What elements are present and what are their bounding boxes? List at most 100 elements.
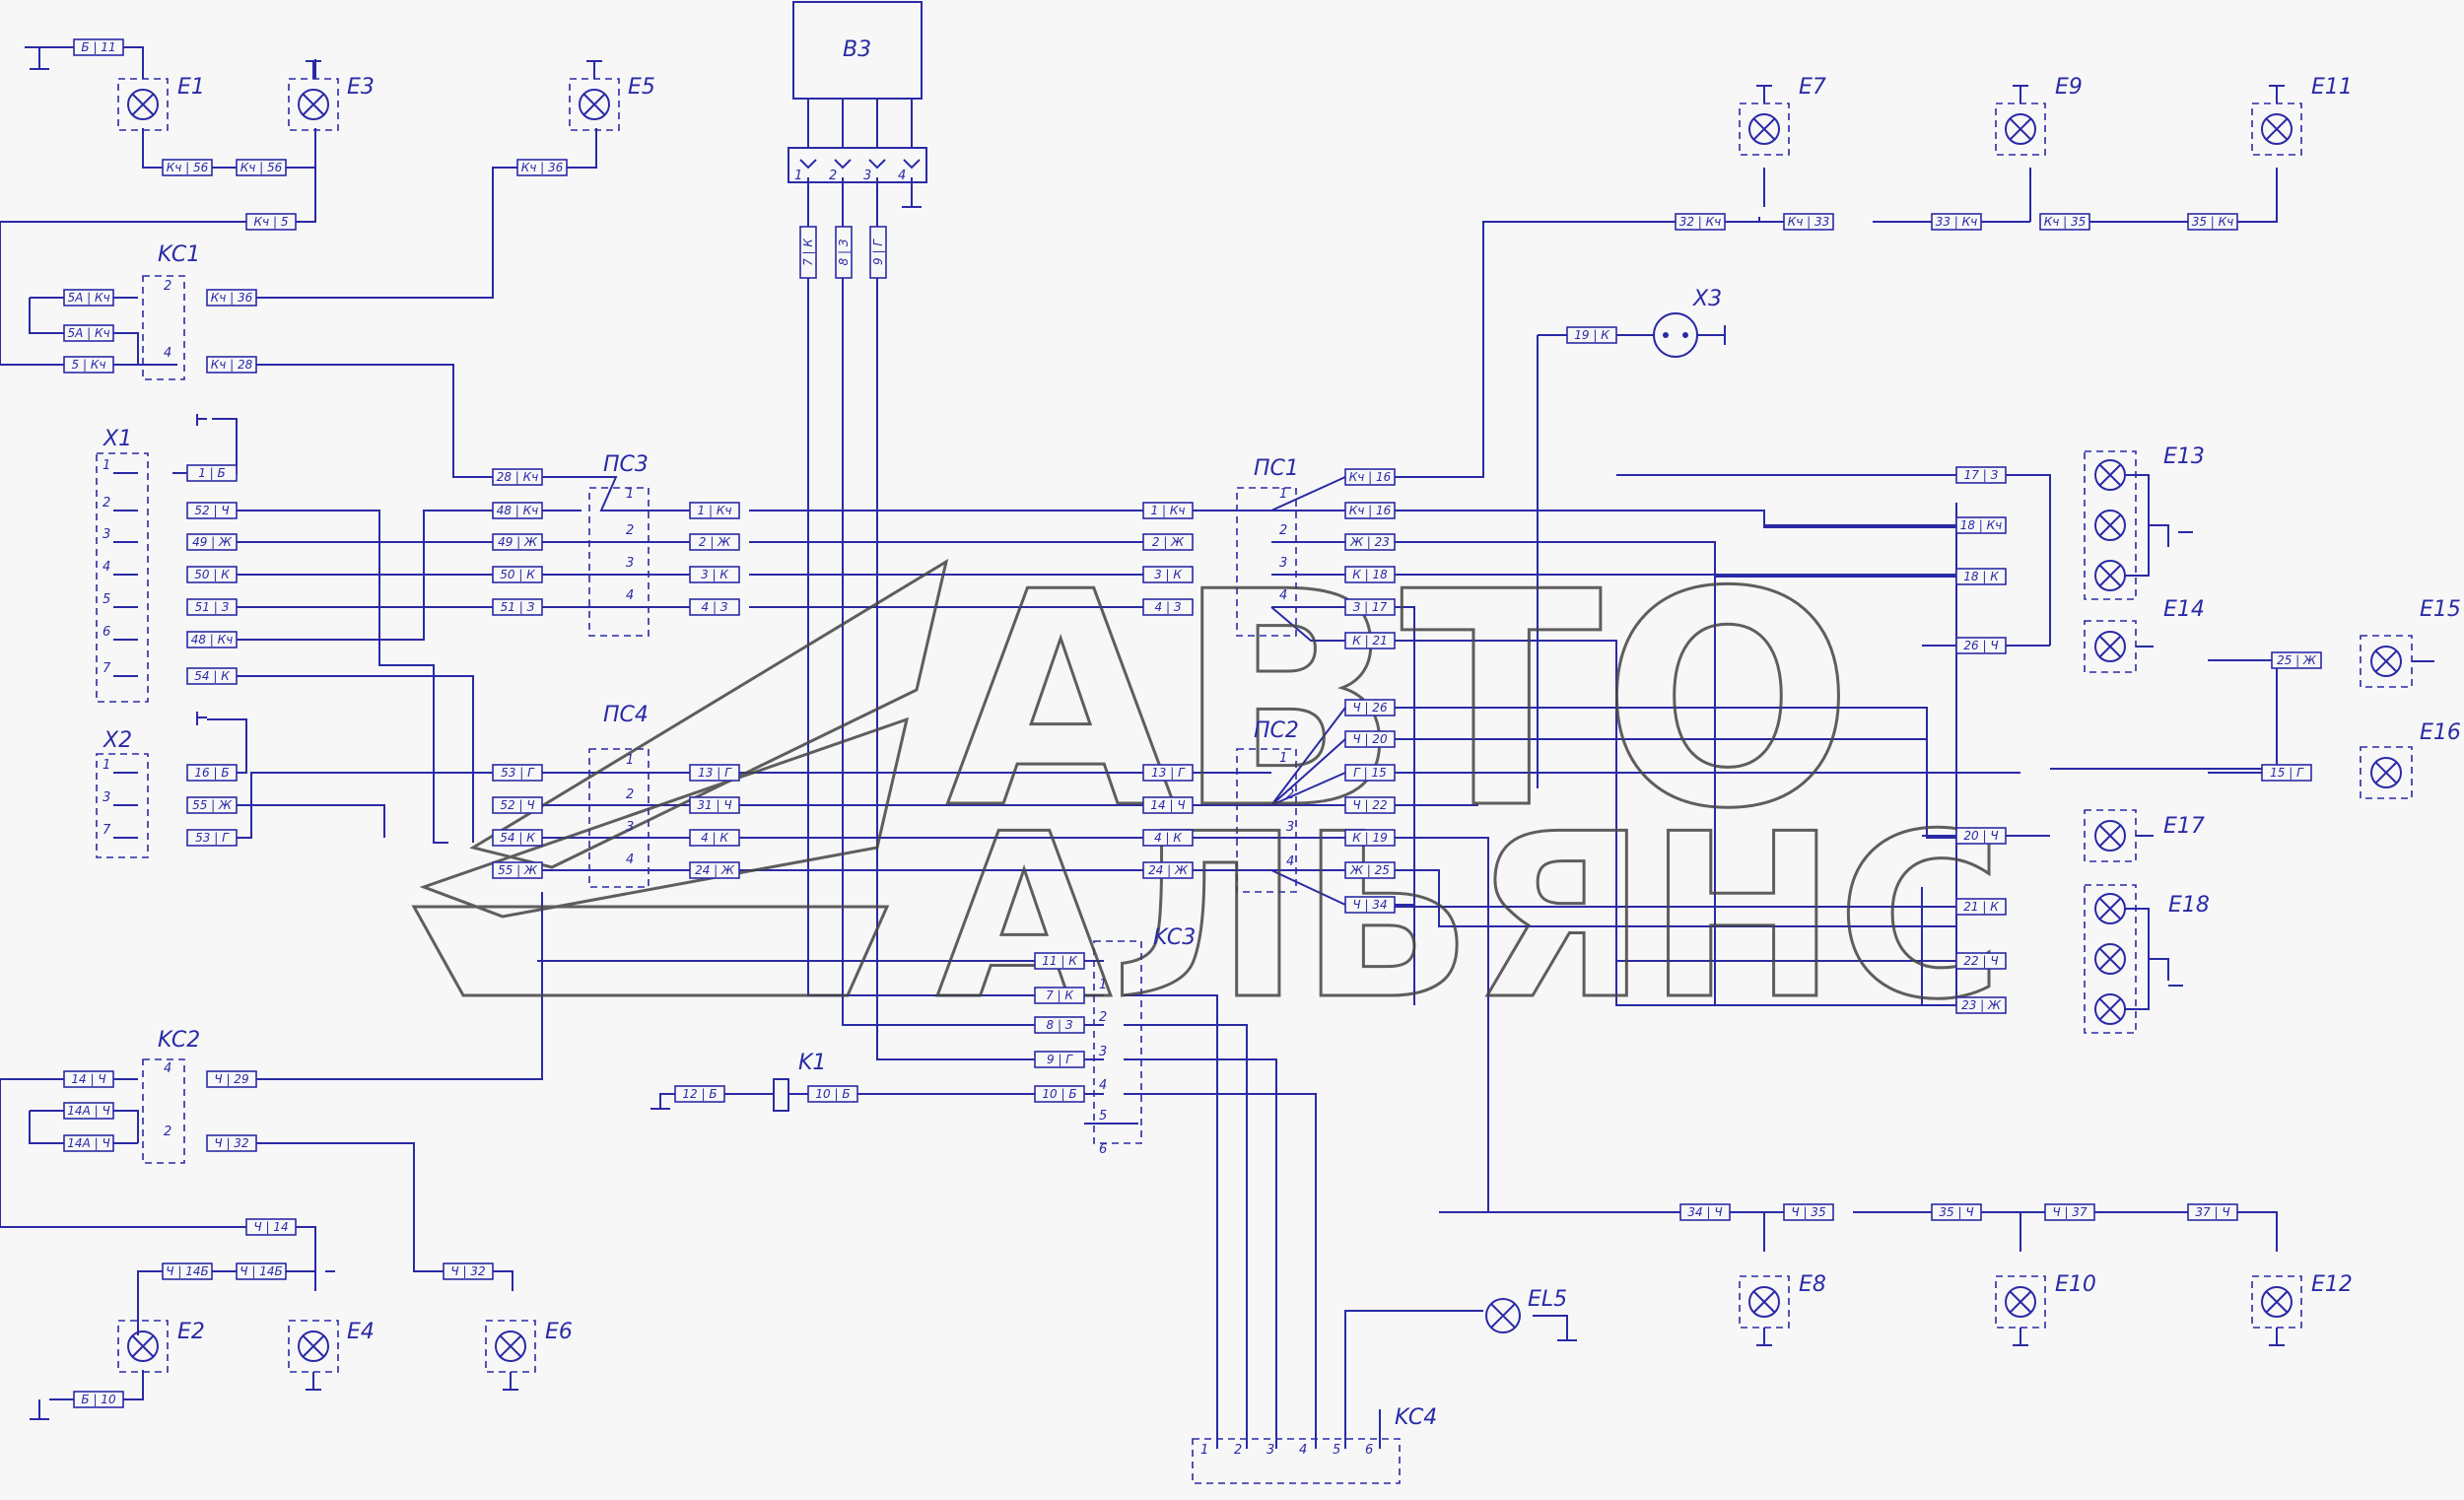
wire-tag: 4 | К (1142, 829, 1194, 847)
wire-tag-label: Ч | 29 (214, 1072, 248, 1086)
wire-tag: 14А | Ч (63, 1102, 114, 1120)
wire-tag: Ч | 32 (443, 1262, 494, 1280)
wire-tag: 51 | З (492, 598, 543, 616)
x2-connector (96, 753, 149, 858)
wire-tag: К | 19 (1344, 829, 1396, 847)
wire-tag: 4 | К (689, 829, 740, 847)
wire-tag-label: 10 | Б (815, 1087, 850, 1101)
label-PC2: ПС2 (1254, 718, 1299, 743)
pc3-pin: 3 (626, 556, 634, 571)
wire-tag: 11 | К (1034, 952, 1085, 970)
wire-tag: 4 | З (1142, 598, 1194, 616)
pc2-pin: 1 (1279, 751, 1287, 766)
wire-tag: 53 | Г (492, 764, 543, 782)
wire-tag: 3 | К (689, 566, 740, 583)
pc3-pin: 4 (626, 588, 634, 603)
wire-tag: 15 | Г (2261, 764, 2312, 782)
wire-tag-label: 14 | Ч (71, 1072, 105, 1086)
b3-connector (787, 1, 927, 183)
wire-tag-label: Ж | 25 (1349, 863, 1390, 877)
wire-tag: 1 | Кч (689, 502, 740, 519)
wire-tag-label: 55 | Ж (498, 863, 538, 877)
wire-tag-label: 14А | Ч (67, 1136, 109, 1150)
wire-tag: 49 | Ж (492, 533, 543, 551)
label-E11: E11 (2311, 75, 2353, 100)
kc2-pin: 2 (164, 1125, 171, 1139)
wire-tag: 37 | Ч (2187, 1203, 2238, 1221)
wire-tag: 34 | Ч (1679, 1203, 1731, 1221)
pc1-pin: 2 (1279, 523, 1287, 538)
wire-tag: 35 | Ч (1931, 1203, 1982, 1221)
wire-tag-label: 8 | З (1047, 1018, 1073, 1032)
wire-tag-label: 32 | Кч (1679, 215, 1722, 229)
pc2-pin: 3 (1286, 820, 1294, 835)
wire-tag: З | 17 (1344, 598, 1396, 616)
kc4-pin: 1 (1200, 1443, 1208, 1458)
label-E8: E8 (1799, 1272, 1826, 1297)
wire-tag: 55 | Ж (492, 861, 543, 879)
wire-tag-label: 26 | Ч (1963, 639, 1998, 652)
pc4-pin: 1 (626, 753, 634, 768)
wire-tag-label: Кч | 16 (1349, 470, 1392, 484)
wire-tag: 32 | Кч (1675, 213, 1726, 231)
wire-tag-label: 9 | Г (871, 239, 885, 265)
wire-tag-label: Ч | 37 (2052, 1205, 2088, 1219)
label-E7: E7 (1799, 75, 1826, 100)
wire-tag-label: Г | 15 (1353, 766, 1387, 780)
wire-tag-label: Кч | 36 (211, 291, 253, 305)
wire-tag-label: Кч | 33 (1788, 215, 1830, 229)
wire-tag-label: Ч | 14 (253, 1220, 288, 1234)
wire-tag: 2 | Ж (1142, 533, 1194, 551)
wire-tag-label: 10 | Б (1042, 1087, 1076, 1101)
wire-tag-label: 19 | К (1574, 328, 1609, 342)
wire-tag: 12 | Б (674, 1085, 725, 1103)
ground-symbols (25, 46, 2193, 1420)
wire-tag: 21 | К (1955, 898, 2007, 916)
wire-tag-label: 52 | Ч (194, 504, 229, 517)
wire-tag: Ч | 32 (206, 1134, 257, 1152)
x1-pin: 3 (103, 527, 110, 542)
wire-tag-label: 5А | Кч (67, 326, 109, 340)
wire-tag: 54 | К (492, 829, 543, 847)
wire-tag: 23 | Ж (1955, 996, 2007, 1014)
wire-tag-label: 33 | Кч (1936, 215, 1978, 229)
label-E2: E2 (177, 1320, 205, 1344)
wire-tag: 14А | Ч (63, 1134, 114, 1152)
kc4-pin: 3 (1266, 1443, 1274, 1458)
wire-tag-label: К | 21 (1352, 634, 1387, 648)
wire-tag-label: Кч | 5 (254, 215, 289, 229)
wire-tag-label: 21 | К (1963, 900, 1999, 914)
wire-tag: Кч | 36 (206, 289, 257, 307)
wire-tag-label: 20 | Ч (1963, 829, 1998, 843)
wire-tag: Б | 11 (73, 38, 124, 56)
wire-tag-label: 5А | Кч (67, 291, 109, 305)
wire-tag-label: 11 | К (1042, 954, 1077, 968)
b3-pin: 4 (898, 169, 906, 183)
wire-tag: 52 | Ч (186, 502, 238, 519)
lamp-E7 (1739, 85, 1790, 156)
wire-tag: 14 | Ч (63, 1070, 114, 1088)
label-E1: E1 (177, 75, 205, 100)
x2-pin: 7 (103, 823, 111, 838)
wire-tag-label: 49 | Ж (192, 535, 233, 549)
b3-pin: 2 (829, 169, 837, 183)
wire-tag: 7 | К (799, 226, 817, 279)
wire-tag: Ч | 37 (2044, 1203, 2095, 1221)
label-X3: X3 (1692, 287, 1722, 311)
wire-tag-label: 35 | Ч (1939, 1205, 1973, 1219)
wire-tag-label: 8 | З (837, 239, 851, 265)
label-E18: E18 (2168, 893, 2210, 918)
wire-tag: 1 | Б (186, 464, 238, 482)
lamp-E13 (2084, 450, 2169, 600)
wire-tag-label: Ж | 23 (1349, 535, 1390, 549)
wire-tag: 22 | Ч (1955, 952, 2007, 970)
wire-tag: 48 | Кч (492, 502, 543, 519)
wires (0, 46, 2287, 1449)
pc1-pin: 1 (1279, 487, 1287, 502)
label-E13: E13 (2163, 444, 2205, 469)
wire-tag-label: Кч | 56 (167, 161, 209, 174)
wire-tag-label: 23 | Ж (1961, 998, 2002, 1012)
wire-tag-label: 17 | З (1964, 468, 1999, 482)
wire-tag-label: 3 | К (1154, 568, 1182, 581)
